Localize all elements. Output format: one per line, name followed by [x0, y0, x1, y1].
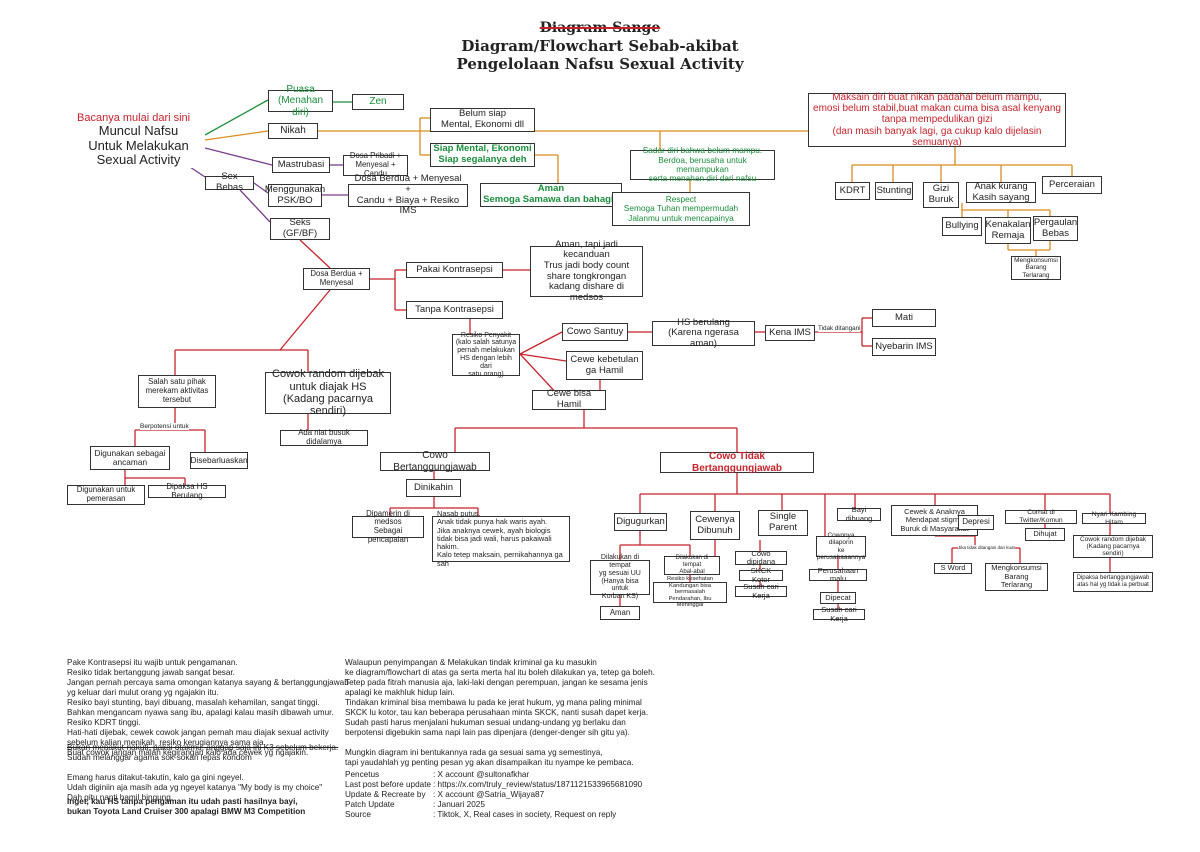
node-depresi: Depresi [958, 515, 994, 530]
node-cowo-tidak: Cowo Tidak Bertanggungjawab [660, 451, 814, 474]
node-dosa-berdua-ims: Dosa Berdua + Menyesal + Candu + Biaya +… [348, 173, 468, 216]
notes-left: Pake Kontrasepsi itu wajib untuk pengama… [67, 658, 349, 757]
node-psk: Menggunakan PSK/BO [264, 183, 326, 207]
node-mati: Mati [872, 309, 936, 327]
node-cewenya-dibunuh: Cewenya Dibunuh [690, 511, 740, 540]
node-dilakukan-sesuai: Dilakukan di tempat yg sesuai UU (Hanya … [590, 554, 650, 600]
node-ada-niat: Ada niat busuk didalamya [280, 428, 368, 446]
credit-row: Last post before update: https://x.com/t… [345, 780, 643, 789]
node-single-parent: Single Parent [758, 510, 808, 536]
node-cowonya-dilaporin: Cowonya dilaporin ke perusahaaannya [816, 531, 866, 561]
node-dipaksa-hs: Dipaksa HS Berulang [148, 482, 226, 499]
node-respect: Respect Semoga Tuhan mempermudah Jalanmu… [612, 192, 750, 226]
node-kena-ims: Kena IMS [765, 325, 815, 341]
node-stunting: Stunting [875, 182, 913, 200]
node-susah-kerja-1: Susah cari Kerja [735, 582, 787, 599]
node-digugurkan: Digugurkan [614, 513, 667, 531]
node-dilakukan-abal: Dilakukan di tempat Abal-abal [664, 555, 720, 575]
node-nasab: Nasab putus. Anak tidak punya hak waris … [432, 509, 570, 567]
node-skck-kotor: SKCK Kotor [739, 566, 783, 583]
node-curhat: Curhat di Twitter/Komun [1005, 509, 1077, 524]
start-hint: Bacanya mulai dari sini [77, 112, 191, 124]
node-maksain: Maksain diri buat nikah padahal belum ma… [808, 92, 1066, 148]
title-line-2: Pengelolaan Nafsu Sexual Activity [456, 55, 744, 73]
node-mengkonsumsi-bottom: Mengkonsumsi Barang Terlarang [985, 563, 1048, 591]
node-perusahaan-malu: Perusahaan malu [809, 566, 867, 583]
node-belum-siap: Belum siap Mental, Ekonomi dll [430, 108, 535, 132]
node-cowo-dipidana: Cowo dipidana [735, 549, 787, 566]
node-cowok-random: Cowok random dijebak untuk diajak HS (Ka… [265, 368, 391, 417]
node-dosa-pribadi: Dosa Pribadi + Menyesal + Candu [343, 152, 408, 178]
node-aman-bottom: Aman [600, 606, 640, 620]
node-cewe-kebetulan: Cewe kebetulan ga Hamil [566, 351, 643, 380]
node-gizi-buruk: Gizi Buruk [923, 182, 959, 208]
node-salah-satu: Salah satu pihak merekam aktivitas terse… [138, 375, 216, 408]
node-sex-bebas: Sex Bebas [205, 172, 254, 193]
node-anak-kurang: Anak kurang Kasih sayang [966, 181, 1036, 203]
node-mastrubasi: Mastrubasi [272, 157, 330, 173]
node-dihujat: Dihujat [1025, 528, 1065, 541]
node-pakai-kontrasepsi: Pakai Kontrasepsi [406, 262, 503, 278]
node-tanpa-kontrasepsi: Tanpa Kontrasepsi [406, 301, 503, 319]
notes-left-mid: Sudah melanggar agama sok-sokan lepas ko… [67, 753, 323, 802]
node-digunakan-pemerasan: Digunakan untuk pemerasan [67, 485, 145, 505]
credits: Pencetus: X account @sultonafkhar Last p… [345, 770, 642, 820]
node-zen: Zen [352, 94, 404, 110]
node-cowo-tanggung: Cowo Bertanggungjawab [380, 450, 490, 473]
node-kenakalan: Kenakalan Remaja [985, 217, 1031, 244]
node-bayi-dibuang: Bayi dibuang [837, 505, 881, 522]
node-susah-kerja-2: Susah cari Kerja [813, 605, 865, 622]
title-line-1: Diagram/Flowchart Sebab-akibat [461, 37, 739, 55]
node-bullying: Bullying [942, 217, 982, 236]
node-dipaksa-tanggung: Dipaksa bertanggungjawab atas hal yg tid… [1073, 572, 1153, 592]
node-nyebarin-ims: Nyebarin IMS [872, 338, 936, 356]
node-seks: Seks (GF/BF) [270, 218, 330, 240]
credit-row: Update & Recreate by: X account @Satria_… [345, 790, 545, 799]
node-kdrt: KDRT [835, 182, 870, 200]
label-jika-tidak: Jika tidak ditangani dan kuat [958, 545, 1015, 551]
node-sadar: Sadar diri bahwa belum mampu. Berdoa, be… [630, 146, 775, 183]
node-nikah: Nikah [268, 123, 318, 139]
credit-row: Patch Update: Januari 2025 [345, 800, 485, 809]
credit-row: Source: Tiktok, X, Real cases in society… [345, 810, 617, 819]
title-struck: Diagram Sange [539, 20, 661, 36]
node-siap: Siap Mental, Ekonomi Siap segalanya deh [430, 143, 535, 167]
node-nyari-kambing: Nyari Kambing Hitam [1082, 511, 1146, 526]
node-perceraian: Perceraian [1042, 176, 1102, 194]
node-start: Muncul Nafsu Untuk Melakukan Sexual Acti… [72, 123, 205, 168]
label-berpotensi: Berpotensi untuk [140, 423, 189, 431]
node-pergaulan: Pergaulan Bebas [1033, 216, 1078, 241]
notes-middle: Walaupun penyimpangan & Melakukan tindak… [345, 658, 655, 767]
node-dipecat: Dipecat [820, 592, 856, 604]
label-tidak-ditangani: Tidak ditangani [818, 325, 861, 333]
node-digunakan-ancaman: Digunakan sebagai ancaman [90, 446, 170, 470]
node-resiko-kesehatan: Resiko kesehatan Kandungan bisa bermasal… [653, 576, 727, 608]
credit-row: Pencetus: X account @sultonafkhar [345, 770, 530, 779]
node-aman-kecanduan: Aman, tapi jadi kecanduan Trus jadi body… [530, 239, 643, 303]
node-s-word: S Word [934, 563, 972, 574]
notes-left-red: Inget, kau HS tanpa pengaman itu udah pa… [67, 797, 306, 816]
node-cowok-random-dijebak: Cowok random dijebak (Kadang pacarnya se… [1073, 535, 1153, 558]
notes-left-struck: Bukan menakut-nakuti, pakai otakmu, angg… [67, 743, 339, 752]
node-disebarluaskan: Disebarluaskan [190, 452, 248, 469]
node-cewe-hamil: Cewe bisa Hamil [532, 389, 606, 410]
node-mengkonsumsi-top: Mengkonsumsi Barang Terlarang [1011, 256, 1061, 280]
node-dosa-berdua: Dosa Berdua + Menyesal [303, 268, 370, 290]
node-dipamerin: Dipamerin di medsos Sebagai pencapaian [352, 509, 424, 544]
node-aman-samawa: Aman Semoga Samawa dan bahagia [480, 183, 622, 207]
node-cowo-santuy: Cowo Santuy [562, 323, 628, 341]
node-dinikahin: Dinikahin [406, 479, 461, 497]
node-puasa: Puasa (Menahan diri) [268, 84, 333, 118]
node-resiko-penyakit: Resiko Penyakit (kalo salah satunya pern… [452, 332, 520, 378]
node-hs-berulang: HS berulang (Karena ngerasa aman) [652, 317, 755, 349]
